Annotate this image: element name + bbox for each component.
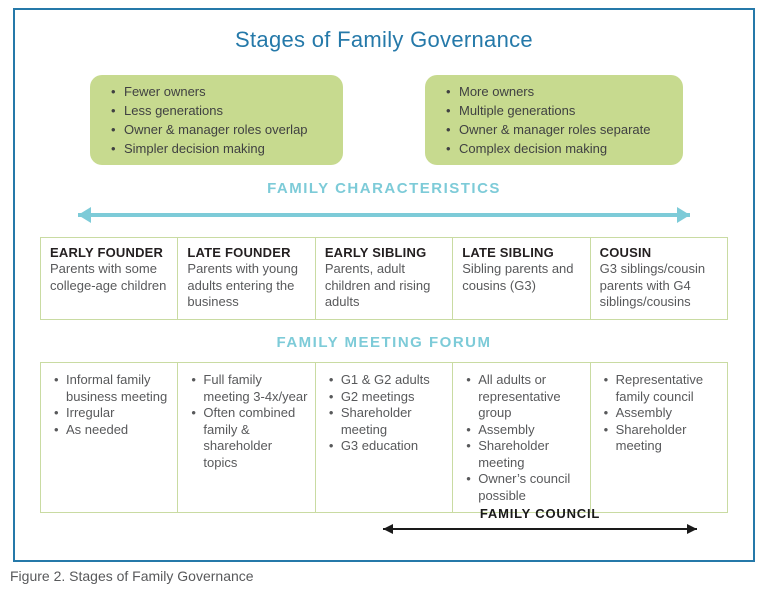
bullet-item: Multiple generations	[445, 101, 673, 120]
bullet-item: G3 education	[328, 438, 446, 455]
stage-description: Parents with young adults entering the b…	[187, 261, 298, 309]
stage-description: Parents, adult children and rising adult…	[324, 261, 431, 309]
stage-description: G3 siblings/cousin parents with G4 sibli…	[599, 261, 706, 309]
simple-family-bullet-list: Fewer owners Less generations Owner & ma…	[110, 82, 333, 158]
bullet-item: Owner & manager roles separate	[445, 120, 673, 139]
bullet-item: G1 & G2 adults	[328, 372, 446, 389]
stage-cell-late-sibling: LATE SIBLING Sibling parents and cousins…	[452, 238, 589, 319]
bullet-item: Assembly	[603, 405, 721, 422]
diagram-frame: Stages of Family Governance Fewer owners…	[13, 8, 755, 562]
bullet-item: Simpler decision making	[110, 139, 333, 158]
stage-name: LATE FOUNDER	[187, 245, 291, 260]
bullet-item: Informal family business meeting	[53, 372, 171, 405]
forum-bullet-list: All adults or representative group Assem…	[465, 372, 583, 504]
family-characteristics-label: FAMILY CHARACTERISTICS	[267, 180, 501, 197]
bullet-item: Assembly	[465, 422, 583, 439]
forum-cell-late-founder: Full family meeting 3-4x/year Often comb…	[177, 363, 314, 512]
bullet-item: Often combined family & shareholder topi…	[190, 405, 308, 471]
stage-cell-early-founder: EARLY FOUNDER Parents with some college-…	[41, 238, 177, 319]
stages-table: EARLY FOUNDER Parents with some college-…	[40, 237, 728, 320]
figure-caption: Figure 2. Stages of Family Governance	[10, 568, 254, 584]
bullet-item: Complex decision making	[445, 139, 673, 158]
forum-cell-early-sibling: G1 & G2 adults G2 meetings Shareholder m…	[314, 363, 452, 512]
forum-bullet-list: Informal family business meeting Irregul…	[53, 372, 171, 438]
family-council-label: FAMILY COUNCIL	[479, 506, 601, 521]
bullet-item: All adults or representative group	[465, 372, 583, 422]
bullet-item: Owner’s council possible	[465, 471, 583, 504]
stage-name: EARLY FOUNDER	[50, 245, 164, 260]
stage-description: Parents with some college-age children	[50, 261, 167, 293]
stage-cell-cousin: COUSIN G3 siblings/cousin parents with G…	[589, 238, 727, 319]
bullet-item: G2 meetings	[328, 389, 446, 406]
bullet-item: Owner & manager roles overlap	[110, 120, 333, 139]
forum-bullet-list: Representative family council Assembly S…	[603, 372, 721, 455]
stage-name: COUSIN	[599, 245, 652, 260]
forum-bullet-list: Full family meeting 3-4x/year Often comb…	[190, 372, 308, 471]
bullet-item: Full family meeting 3-4x/year	[190, 372, 308, 405]
family-council-arrow	[383, 524, 697, 534]
complex-family-bullet-list: More owners Multiple generations Owner &…	[445, 82, 673, 158]
bullet-item: Shareholder meeting	[328, 405, 446, 438]
bullet-item: Shareholder meeting	[603, 422, 721, 455]
bullet-item: Representative family council	[603, 372, 721, 405]
bullet-item: Less generations	[110, 101, 333, 120]
bullet-item: As needed	[53, 422, 171, 439]
forum-cell-cousin: Representative family council Assembly S…	[589, 363, 727, 512]
complex-family-box: More owners Multiple generations Owner &…	[425, 75, 683, 165]
bullet-item: More owners	[445, 82, 673, 101]
forum-cell-early-founder: Informal family business meeting Irregul…	[41, 363, 177, 512]
forum-bullet-list: G1 & G2 adults G2 meetings Shareholder m…	[328, 372, 446, 455]
stage-cell-early-sibling: EARLY SIBLING Parents, adult children an…	[314, 238, 452, 319]
family-meeting-forum-label: FAMILY MEETING FORUM	[276, 334, 492, 351]
stage-cell-late-founder: LATE FOUNDER Parents with young adults e…	[177, 238, 314, 319]
forum-cell-late-sibling: All adults or representative group Assem…	[452, 363, 589, 512]
bullet-item: Fewer owners	[110, 82, 333, 101]
simple-family-box: Fewer owners Less generations Owner & ma…	[90, 75, 343, 165]
stage-name: EARLY SIBLING	[324, 245, 427, 260]
family-characteristics-arrow	[78, 207, 690, 223]
stage-description: Sibling parents and cousins (G3)	[462, 261, 574, 293]
bullet-item: Shareholder meeting	[465, 438, 583, 471]
meeting-forum-table: Informal family business meeting Irregul…	[40, 362, 728, 513]
diagram-title: Stages of Family Governance	[235, 27, 533, 52]
bullet-item: Irregular	[53, 405, 171, 422]
stage-name: LATE SIBLING	[462, 245, 554, 260]
